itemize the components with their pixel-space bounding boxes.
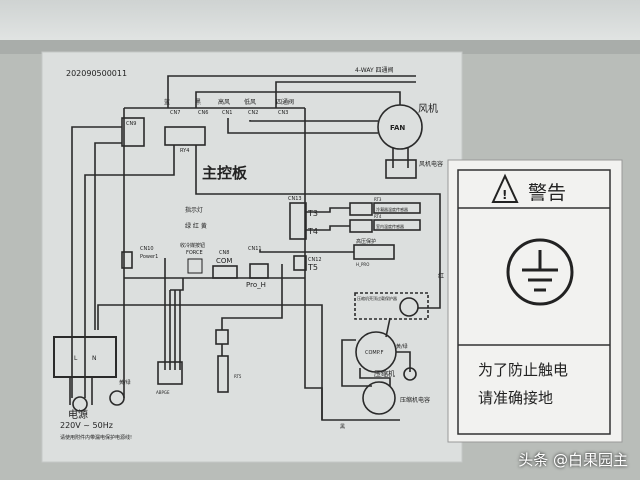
plug-pins: ABPGE bbox=[156, 390, 170, 395]
ground-label: 黄/绿 bbox=[396, 343, 408, 350]
warning-label: ! 警告 为了防止触电 请准确接地 bbox=[447, 159, 623, 443]
warning-line-2: 请准确接地 bbox=[478, 389, 553, 407]
wire-label: 红 bbox=[438, 272, 444, 280]
warning-triangle-icon bbox=[491, 173, 519, 203]
power-label: 电源 bbox=[68, 408, 88, 421]
connector-label: Power1 bbox=[140, 254, 158, 260]
connector-label: CN1 bbox=[222, 110, 232, 116]
connector-label: CN7 bbox=[170, 110, 180, 116]
wire-label: 低风 bbox=[244, 98, 256, 106]
fan-label: FAN bbox=[390, 124, 405, 132]
connector-label: COM bbox=[216, 257, 232, 265]
connector-label: CN11 bbox=[248, 246, 262, 252]
connector-label: RY4 bbox=[180, 148, 189, 154]
h-pro-label: H_PRO bbox=[356, 262, 369, 267]
serial-number: 202090500011 bbox=[66, 69, 127, 78]
comp-f-label: COMP.F bbox=[365, 350, 384, 356]
overload-label: 压缩机壳顶过载保护器 bbox=[357, 295, 397, 301]
fan-capacitor-label: 风机电容 bbox=[419, 160, 443, 168]
connector-label: CN12 bbox=[308, 257, 322, 263]
wires bbox=[53, 75, 441, 421]
wire-label: 黑 bbox=[340, 424, 345, 430]
connector-label: CN3 bbox=[278, 110, 288, 116]
sensor-label: 冷凝器温度传感器 bbox=[376, 206, 408, 212]
compressor-label: 压缩机 bbox=[374, 369, 395, 378]
force-label: FORCE bbox=[186, 250, 203, 256]
force-button-label: 收冷媒按钮 bbox=[180, 242, 205, 249]
connector-label: T3 bbox=[307, 209, 318, 218]
main-board-label: 主控板 bbox=[202, 164, 248, 182]
wall-band bbox=[0, 40, 640, 54]
warning-line-1: 为了防止触电 bbox=[478, 361, 568, 379]
connector-label: Pro_H bbox=[246, 281, 266, 289]
sensor-label: 室内温度传感器 bbox=[376, 223, 404, 229]
wire-label: 蓝 bbox=[164, 98, 170, 106]
wire-label: 四通阀 bbox=[276, 98, 294, 106]
fan-title: 风机 bbox=[418, 102, 438, 115]
high-pressure-label: 高压保护 bbox=[356, 238, 376, 245]
ground-symbol-icon bbox=[506, 238, 574, 306]
wire-label: 高风 bbox=[218, 98, 230, 106]
connector-label: CN8 bbox=[219, 250, 229, 256]
sensor-label: RT4 bbox=[374, 214, 382, 219]
indicator-colors: 绿 红 黄 bbox=[185, 222, 207, 230]
wire-label: 黑 bbox=[195, 99, 201, 106]
line-terminal: L bbox=[74, 355, 78, 362]
connector-label: T4 bbox=[307, 227, 318, 236]
power-note: 请使用附件内带漏电保护电源线! bbox=[60, 434, 132, 441]
four-way-label: 4-WAY 四通阀 bbox=[355, 66, 394, 74]
warning-title: 警告 bbox=[528, 182, 566, 204]
watermark: 头条 @白果园主 bbox=[518, 451, 628, 469]
compressor-capacitor-label: 压缩机电容 bbox=[400, 396, 430, 404]
connector-label: CN6 bbox=[198, 110, 208, 116]
sensor-label: RT5 bbox=[234, 374, 242, 379]
sensor-label: RT3 bbox=[374, 197, 382, 202]
connector-label: CN13 bbox=[288, 196, 302, 202]
neutral-terminal: N bbox=[92, 355, 97, 362]
force-button bbox=[187, 258, 203, 274]
connector-label: CN2 bbox=[248, 110, 258, 116]
connector-label: CN9 bbox=[126, 121, 136, 127]
connector-label: CN10 bbox=[140, 246, 154, 252]
ground-label: 黄/绿 bbox=[119, 379, 131, 386]
voltage-label: 220V ~ 50Hz bbox=[60, 421, 113, 430]
exclamation: ! bbox=[502, 188, 507, 202]
connector-label: T5 bbox=[307, 263, 318, 272]
indicator-label: 指示灯 bbox=[185, 206, 203, 214]
